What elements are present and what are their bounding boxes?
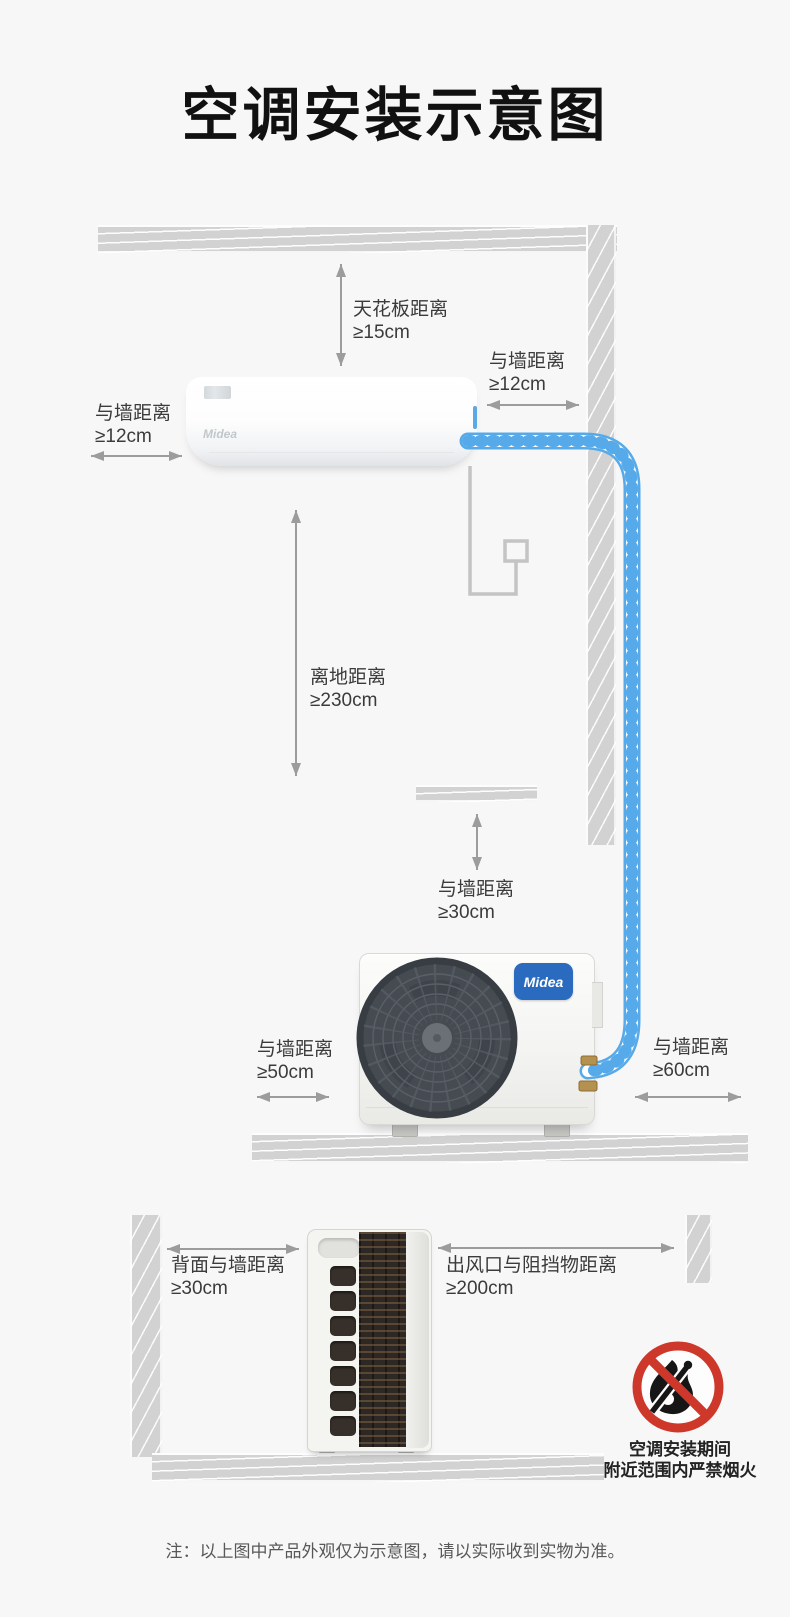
- side-unit-vent-slots: [330, 1266, 356, 1436]
- wall-ledge-above-outdoor-unit: [416, 785, 537, 802]
- clearance-air-outlet: 出风口与阻挡物距离 ≥200cm: [446, 1254, 617, 1300]
- clearance-value: ≥12cm: [95, 426, 152, 447]
- indoor-brand-logo: Midea: [203, 427, 238, 441]
- footer-note: 注：以上图中产品外观仅为示意图，请以实际收到实物为准。: [165, 1542, 625, 1561]
- clearance-value: ≥50cm: [257, 1062, 314, 1083]
- side-unit-handle: [318, 1238, 360, 1258]
- no-fire-warning-text: 空调安装期间 附近范围内严禁烟火: [595, 1439, 765, 1481]
- clearance-value: ≥12cm: [489, 374, 546, 395]
- warning-line-1: 空调安装期间: [629, 1440, 731, 1459]
- right-wall: [586, 225, 616, 845]
- clearance-label: 背面与墙距离: [171, 1255, 286, 1276]
- vent-slot: [330, 1291, 356, 1311]
- clearance-value: ≥60cm: [653, 1060, 710, 1081]
- vent-slot: [330, 1316, 356, 1336]
- clearance-label: 天花板距离: [353, 299, 449, 320]
- clearance-value: ≥15cm: [353, 322, 410, 343]
- clearance-back-wall: 背面与墙距离 ≥30cm: [171, 1254, 285, 1300]
- lower-scene-floor: [152, 1453, 604, 1482]
- midea-logo-badge: Midea: [514, 963, 573, 1000]
- no-fire-warning-icon: [632, 1341, 724, 1433]
- indoor-unit: Midea: [186, 377, 477, 466]
- side-unit-front-panel: [406, 1232, 429, 1448]
- clearance-label: 与墙距离: [438, 879, 515, 900]
- page-title: 空调安装示意图: [181, 83, 609, 148]
- power-cord-and-socket: [468, 466, 529, 596]
- clearance-label: 与墙距离: [653, 1037, 730, 1058]
- clearance-label: 与墙距离: [257, 1039, 334, 1060]
- clearance-floor-height: 离地距离 ≥230cm: [310, 666, 386, 712]
- clearance-value: ≥30cm: [171, 1278, 228, 1299]
- indoor-display-accent: [473, 406, 477, 429]
- clearance-ceiling: 天花板距离 ≥15cm: [353, 298, 448, 344]
- clearance-value: ≥200cm: [446, 1278, 514, 1299]
- vent-slot: [330, 1341, 356, 1361]
- condenser-coil: [359, 1232, 406, 1447]
- clearance-value: ≥30cm: [438, 902, 495, 923]
- clearance-indoor-right-wall: 与墙距离 ≥12cm: [489, 350, 565, 396]
- warning-line-2: 附近范围内严禁烟火: [603, 1461, 757, 1480]
- clearance-outdoor-left: 与墙距离 ≥50cm: [257, 1038, 333, 1084]
- ceiling: [98, 225, 617, 253]
- clearance-label: 离地距离: [310, 667, 387, 688]
- clearance-outdoor-top: 与墙距离 ≥30cm: [438, 878, 514, 924]
- outdoor-unit-side-view: [307, 1229, 432, 1452]
- clearance-value: ≥230cm: [310, 690, 378, 711]
- floor: [252, 1133, 748, 1163]
- vent-slot: [330, 1266, 356, 1286]
- clearance-indoor-left-wall: 与墙距离 ≥12cm: [95, 402, 171, 448]
- clearance-outdoor-right: 与墙距离 ≥60cm: [653, 1036, 729, 1082]
- clearance-label: 与墙距离: [95, 403, 172, 424]
- vent-slot: [330, 1416, 356, 1436]
- lower-scene-right-wall: [685, 1215, 712, 1283]
- clearance-label: 出风口与阻挡物距离: [446, 1255, 618, 1276]
- vent-slot: [330, 1366, 356, 1386]
- outdoor-unit-side-bracket: [592, 982, 603, 1028]
- indoor-series-logo: [204, 386, 231, 399]
- lower-scene-left-wall: [130, 1215, 162, 1457]
- clearance-label: 与墙距离: [489, 351, 566, 372]
- vent-slot: [330, 1391, 356, 1411]
